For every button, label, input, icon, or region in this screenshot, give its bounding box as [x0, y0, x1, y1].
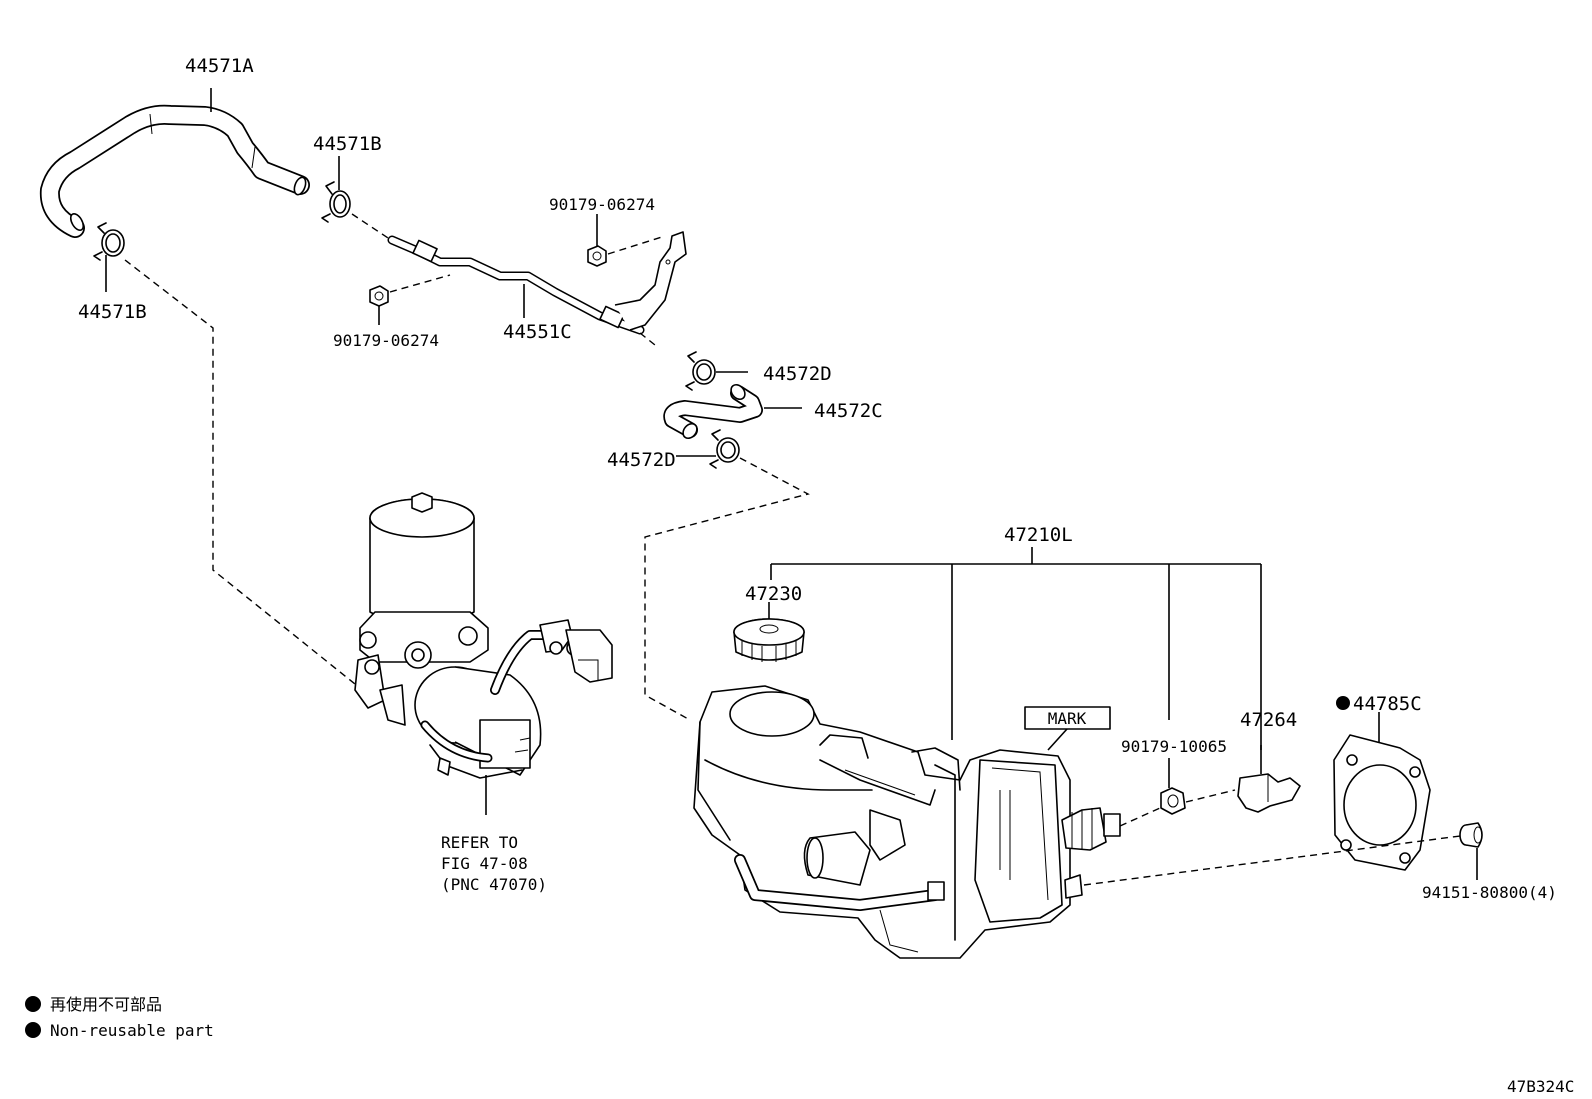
legend-dot-jp: [25, 996, 41, 1012]
non-reusable-marker-dot: [1336, 696, 1350, 710]
hose-clamp-44571b-left[interactable]: [93, 222, 125, 261]
vacuum-hose-44571a[interactable]: [39, 104, 310, 238]
connector-line-right: [644, 457, 810, 721]
mark-label-box: MARK: [1024, 706, 1111, 730]
hose-clamp-44572d-bottom[interactable]: [709, 429, 740, 469]
figure-code: 47B324C: [1507, 1077, 1574, 1096]
callout-47264: 47264: [1240, 709, 1297, 731]
nut-90179-10065[interactable]: [1160, 787, 1186, 815]
hose-clamp-44571b-top[interactable]: [321, 181, 351, 223]
callout-44571a: 44571A: [185, 55, 254, 77]
callout-44572d-bottom: 44572D: [607, 449, 676, 471]
nut-90179-06274-left[interactable]: [369, 285, 389, 307]
connector-line-nut-left: [389, 274, 451, 293]
callout-90179-06274-top: 90179-06274: [549, 195, 655, 214]
connector-line-top: [351, 213, 389, 239]
refer-line-1: REFER TO: [441, 833, 518, 852]
legend-dot-en: [25, 1022, 41, 1038]
master-cylinder-assembly-47210l[interactable]: [693, 685, 1121, 959]
refer-line-2: FIG 47-08: [441, 854, 528, 873]
callout-44572d-top: 44572D: [763, 363, 832, 385]
brake-booster-pump-assembly[interactable]: [354, 492, 613, 779]
vacuum-pipe-44551c[interactable]: [387, 231, 687, 335]
callout-44572c: 44572C: [814, 400, 883, 422]
connector-line-nut-top: [607, 235, 666, 255]
gasket-44785c[interactable]: [1333, 734, 1431, 871]
callout-44785c: 44785C: [1353, 693, 1422, 715]
callout-94151-80800: 94151-80800(4): [1422, 883, 1557, 902]
callout-44571b-left: 44571B: [78, 301, 147, 323]
leader-47210l-bracket: [770, 563, 1262, 750]
callout-44551c: 44551C: [503, 321, 572, 343]
leader-mark: [1047, 728, 1068, 751]
bolt-94151-80800[interactable]: [1459, 822, 1483, 848]
hose-clamp-44572d-top[interactable]: [685, 351, 716, 391]
hose-44572c[interactable]: [663, 382, 763, 441]
callout-47230: 47230: [745, 583, 802, 605]
connector-line-nut-right: [1119, 807, 1161, 827]
refer-line-3: (PNC 47070): [441, 875, 547, 894]
connector-line-pipe-end: [639, 332, 656, 346]
connector-line-bracket: [1185, 789, 1236, 803]
nut-90179-06274-top[interactable]: [587, 245, 607, 267]
legend-japanese: 再使用不可部品: [50, 995, 162, 1014]
mark-text: MARK: [1048, 709, 1087, 728]
reservoir-cap-47230[interactable]: [733, 618, 805, 662]
connector-line-bolt: [1083, 835, 1461, 886]
bracket-47264[interactable]: [1237, 773, 1301, 813]
callout-90179-06274-left: 90179-06274: [333, 331, 439, 350]
callout-90179-10065: 90179-10065: [1121, 737, 1227, 756]
callout-47210l: 47210L: [1004, 524, 1073, 546]
legend-english: Non-reusable part: [50, 1021, 214, 1040]
callout-44571b-top: 44571B: [313, 133, 382, 155]
connector-line-left: [124, 259, 361, 689]
